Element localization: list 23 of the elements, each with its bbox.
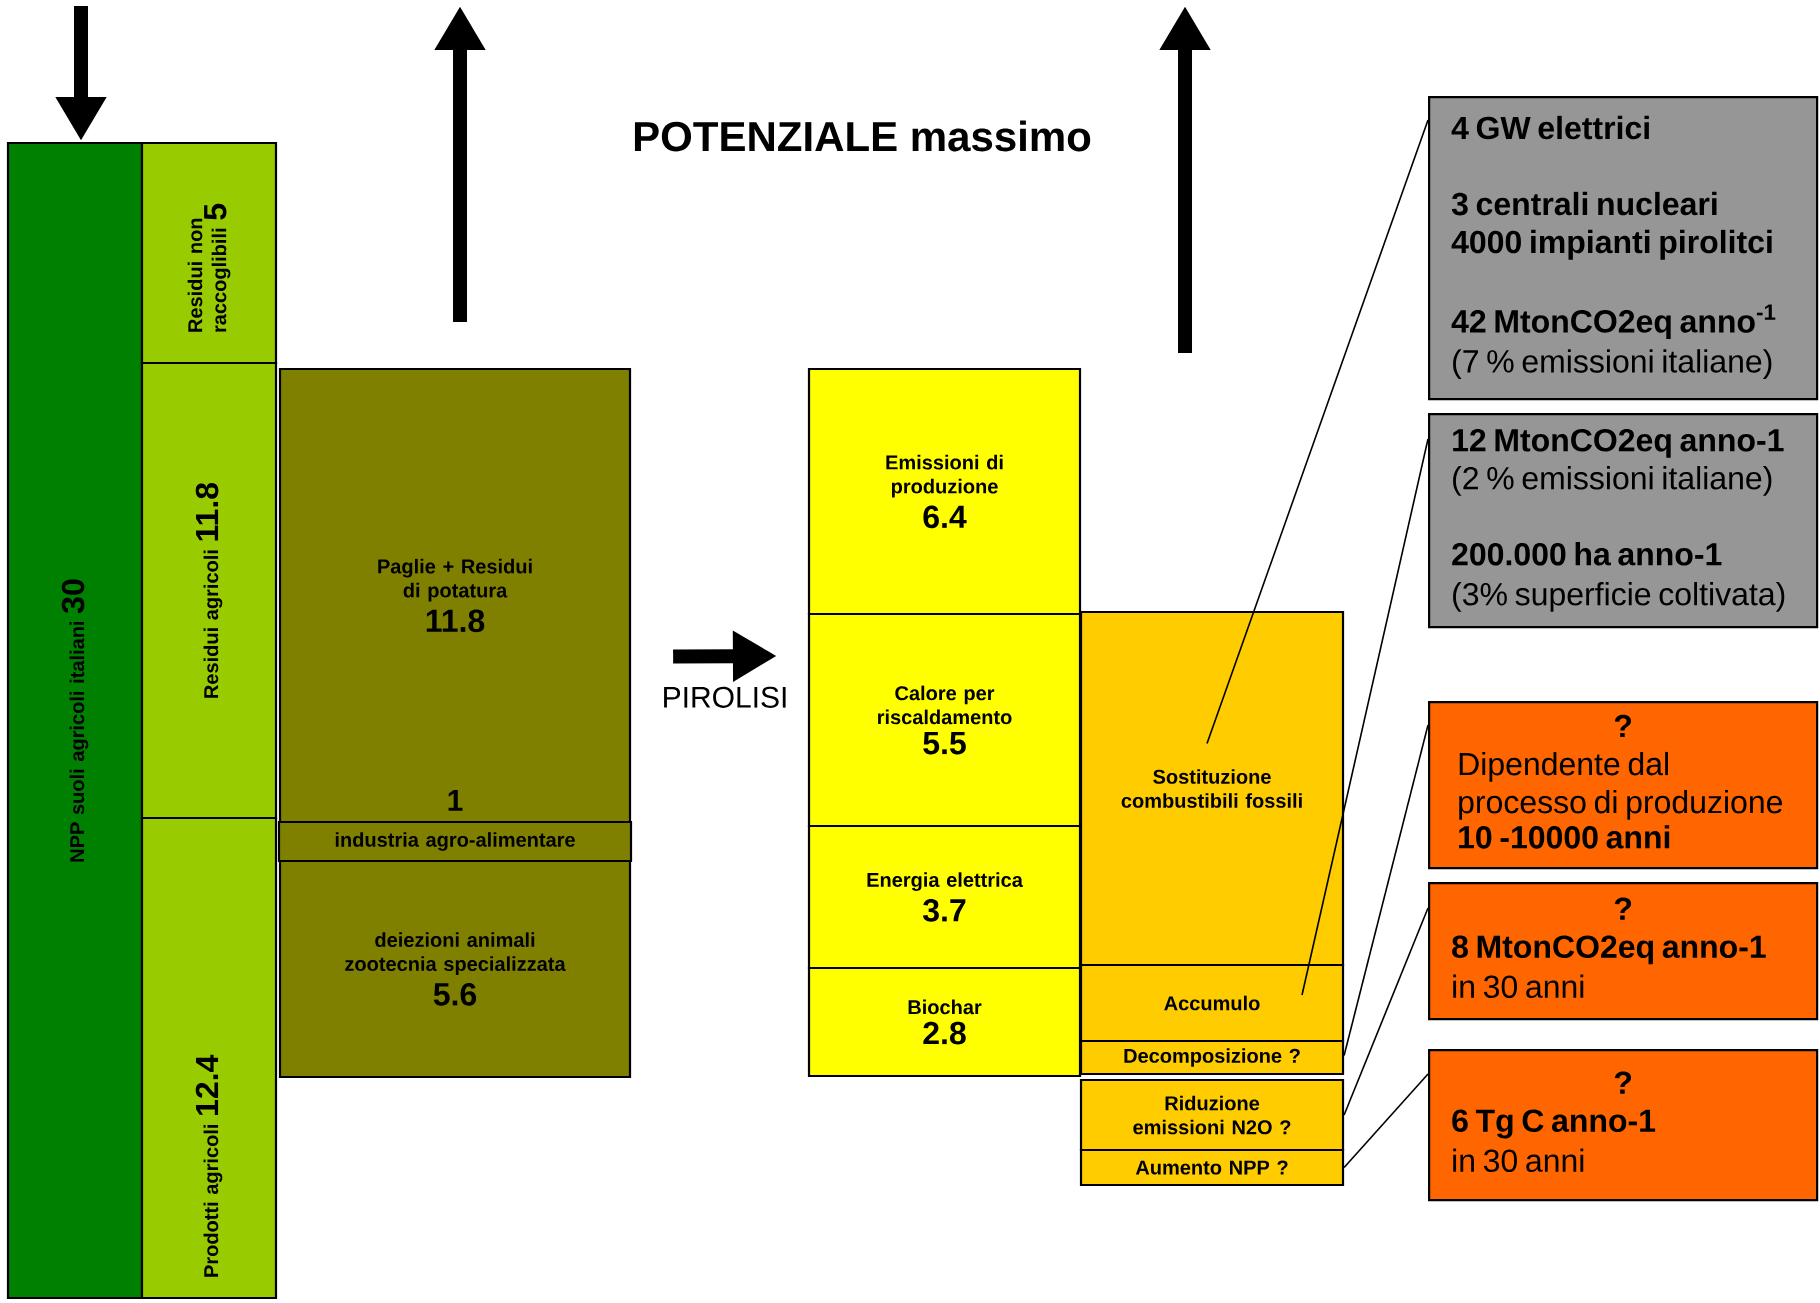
leader-line: [1343, 724, 1429, 1057]
leader-line: [1206, 119, 1429, 745]
title: POTENZIALE massimo: [634, 120, 1091, 152]
info-box: 4 GW elettrici 3 centrali nucleari 4000 impianti pirolitci 42 MtonCO2eq anno$^{-1}$ (7 % emissioni italiane): [1428, 96, 1819, 401]
flow-block: Emissioni di produzione 6.4: [807, 367, 1082, 616]
flow-block: NPP suoli agricoli italiani 30: [6, 141, 144, 1300]
flow-block: industria agro-alimentare: [277, 820, 633, 863]
flow-block: Calore per riscaldamento 5.5: [807, 612, 1082, 828]
leader-line: [1301, 438, 1429, 996]
edge-label: PIROLISI: [659, 684, 791, 710]
flow-block: Decomposizione ?: [1079, 1039, 1345, 1076]
flow-block: Aumento NPP ?: [1079, 1148, 1345, 1187]
leader-line: [1343, 1073, 1429, 1169]
info-box: ? 8 MtonCO2eq anno-1 in 30 anni: [1428, 882, 1819, 1021]
flow-block: Prodotti agricoli 12.4: [140, 816, 278, 1300]
flow-block: Riduzione emissioni N2O ?: [1079, 1078, 1345, 1152]
info-box: 12 MtonCO2eq anno-1 (2 % emissioni italiane) 200.000 ha anno-1 (3% superficie coltivata): [1428, 413, 1819, 629]
leader-line: [1343, 907, 1429, 1116]
info-box: ? 6 Tg C anno-1 in 30 anni: [1428, 1049, 1819, 1202]
flow-block: Residui non raccoglibili 5: [140, 141, 278, 365]
flow-block: Energia elettrica 3.7: [807, 824, 1082, 970]
flow-block: Biochar 2.8: [807, 966, 1082, 1078]
info-box: ? Dipendente dal processo di produzione 10 -10000 anni: [1428, 701, 1819, 870]
